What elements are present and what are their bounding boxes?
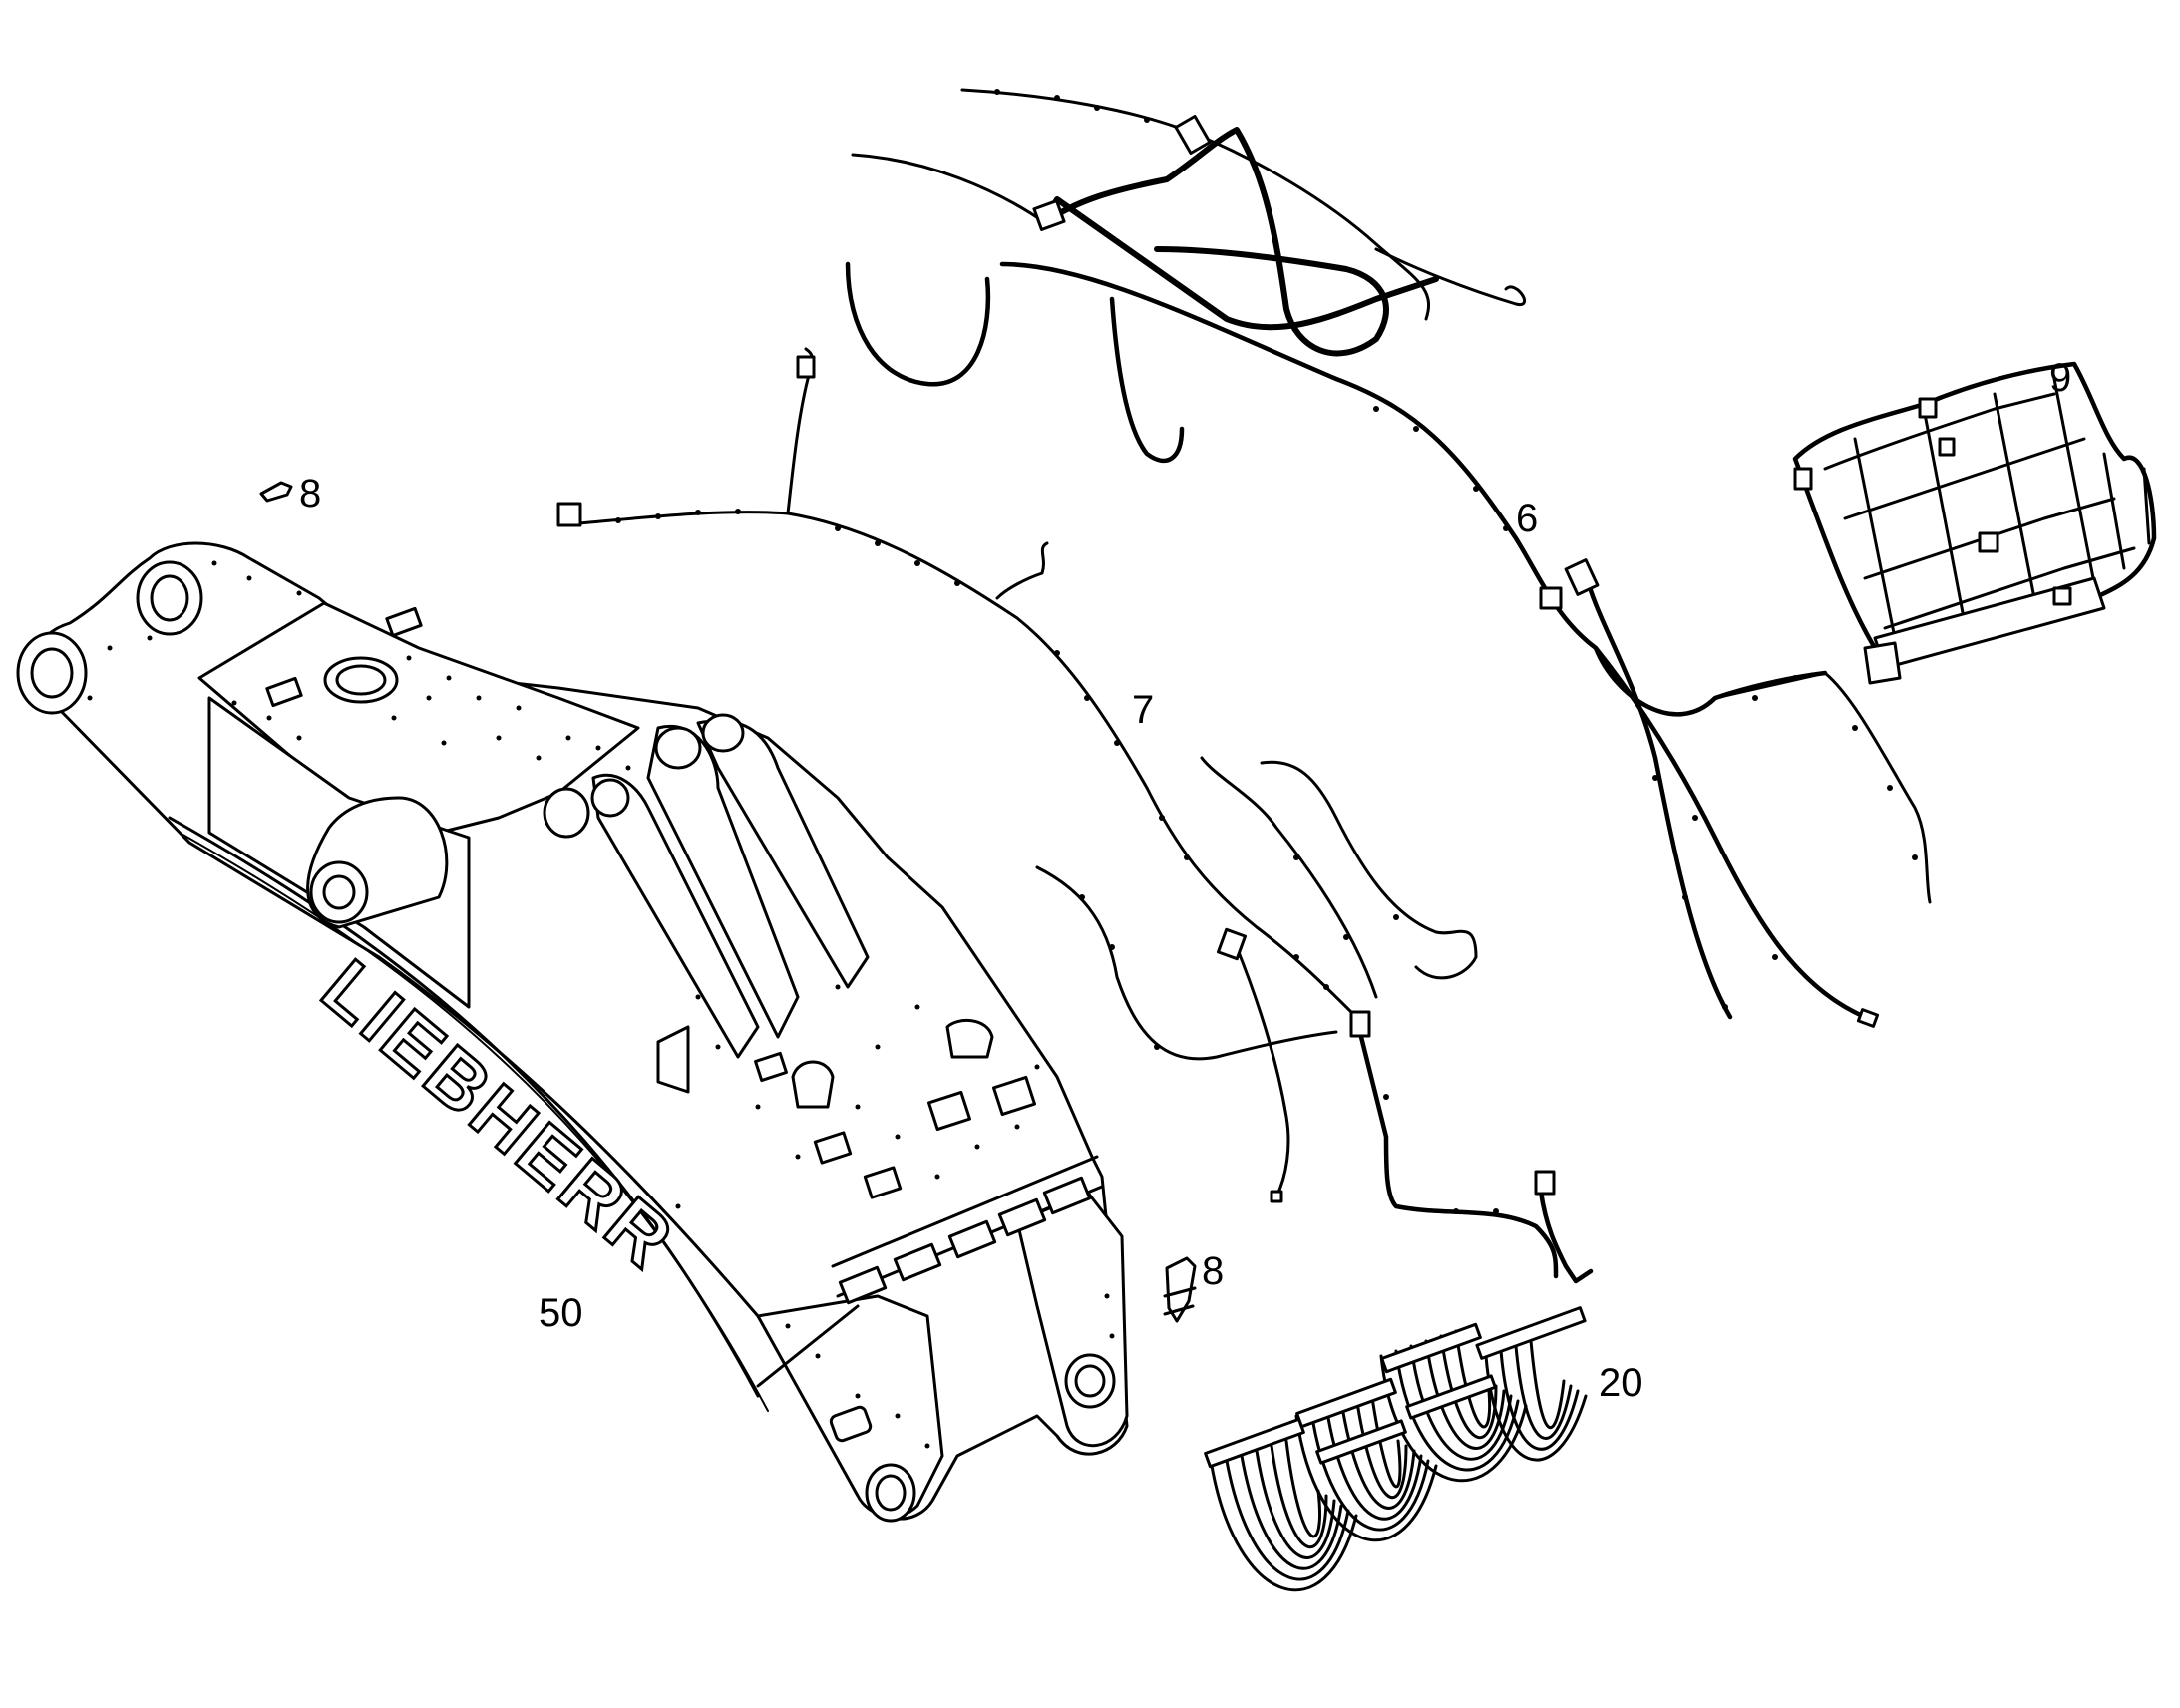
harness-7-connectors [556,355,1556,1203]
cable-bundle-connectors [1204,1306,1587,1469]
harness-7-clip-dots [615,509,1499,1214]
harness-7-main-run [576,511,1358,1019]
boom-tip-clamps [838,1176,1092,1305]
boom-tip-slot [829,1405,873,1443]
cable-bundle-far-right [1484,1339,1588,1462]
cable-bundle-20 [1204,1306,1588,1592]
harness-6-left-branch [851,153,1049,226]
callout-8-bottom: 8 [1202,1249,1224,1293]
harness-7-lower-loop [1200,756,1378,999]
harness-6-drop-loop [845,261,991,387]
mounting-clip-8-bottom [1163,1256,1197,1323]
harness-6-lower-drop-a [1583,570,1733,1020]
boom-rib-pin-1 [654,726,702,770]
callout-8-top: 8 [299,472,321,515]
harness-6-connectors [1032,115,1880,1028]
boom-rib-pin-3 [543,787,590,839]
mounting-clip-8-top [259,481,293,503]
harness-7-lower-left [1035,865,1338,1061]
harness-6-top-branch [960,88,1431,321]
cable-bundle-left [1210,1439,1358,1592]
boom-bolt-dots [87,560,1115,1449]
callout-50: 50 [539,1291,583,1335]
harness-7-drop-to-sensor [1353,1014,1559,1279]
boom-mounting-plates [265,606,1036,1199]
wiring-harness-6 [845,88,1932,1028]
boom-tip-pin-right-inner [1074,1364,1106,1398]
harness-6-cross-run [1039,196,1439,331]
callout-20: 20 [1599,1361,1643,1405]
harness-7-lower-drop [1235,945,1290,1198]
boom-assembly: LIEBHERR [16,541,1129,1523]
guard-9-foot [1863,641,1902,685]
boom-foot-pin-right-inner [150,574,189,622]
protective-guard-9 [1792,361,2157,685]
guard-9-frame-inner [1823,392,2136,630]
boom-lower-chord-inner [179,832,769,1412]
harness-6-upper-loop [1039,127,1389,357]
harness-6-right-top [1374,247,1526,306]
boom-rib-pin-2 [701,713,745,753]
guard-9-frame-ribs [1853,377,2151,640]
boom-pivot-cone-face-inner [322,874,356,910]
harness-7-mid-branch [995,541,1049,600]
boom-rib-pin-4 [590,778,630,818]
callout-9: 9 [2049,356,2071,400]
harness-7-right-branch [1260,760,1478,980]
boom-foot-pin-left-inner [30,647,74,699]
harness-6-down-branch [1109,296,1185,464]
wiring-harness-7 [556,347,1594,1284]
boom-round-hatch-inner [335,664,387,696]
boom-rib-3 [591,773,760,1059]
callout-6: 6 [1516,497,1538,540]
guard-9-clamps [1793,397,2072,606]
harness-6-main-run [999,261,1828,717]
callout-7: 7 [1132,688,1154,732]
harness-6-right-run [1713,671,1932,904]
boom-tip-pin-left-inner [875,1474,907,1512]
harness-6-clip-dots [994,89,1918,1010]
harness-7-sensor-branch [1538,1189,1594,1284]
harness-6-lower-drop-b [1593,645,1868,1020]
